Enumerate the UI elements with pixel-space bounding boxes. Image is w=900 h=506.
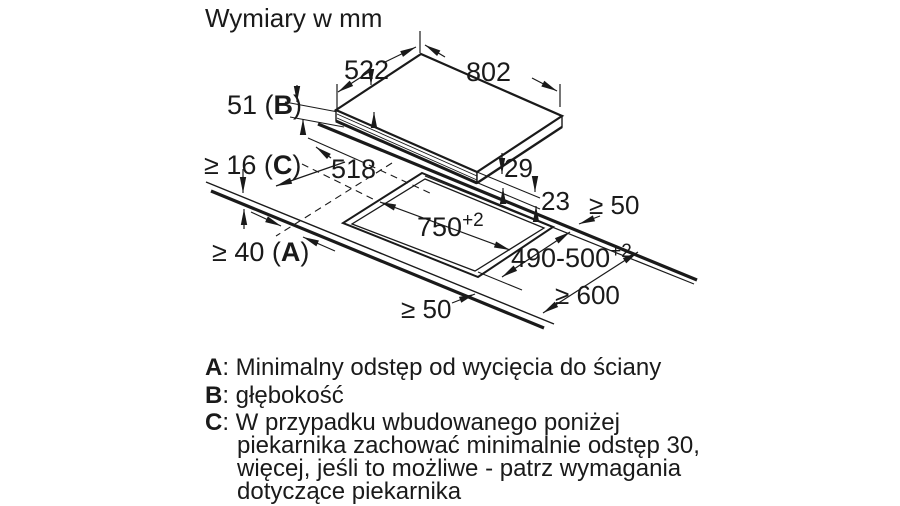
dim-51-label: 51 (B) [227, 90, 302, 120]
dim-50-front-label: ≥ 50 [401, 294, 451, 324]
dim-490-label: 490-500+2 [511, 241, 632, 273]
dim-16-label: ≥ 16 (C) [204, 150, 301, 180]
worktop-front-line [205, 181, 555, 330]
legend-item-c-line3: więcej, jeśli to możliwe - patrz wymagan… [236, 455, 682, 482]
dimension-arrows [239, 31, 639, 314]
dimension-labels: Wymiary w mm 522 802 51 (B) ≥ 16 (C) 518… [204, 3, 639, 324]
legend: A: Minimalny odstęp od wycięcia do ścian… [205, 354, 700, 505]
dim-522-label: 522 [344, 55, 389, 85]
dim-50-right-label: ≥ 50 [589, 190, 639, 220]
page-title: Wymiary w mm [205, 3, 382, 33]
legend-item-c-line2: piekarnika zachować minimalnie odstęp 30… [237, 432, 700, 459]
dim-802-label: 802 [466, 57, 511, 87]
dim-40-label: ≥ 40 (A) [212, 237, 309, 267]
hob-edge-extensions [476, 171, 541, 210]
legend-item-a: A: Minimalny odstęp od wycięcia do ścian… [205, 354, 661, 381]
dim-29-label: 29 [504, 153, 533, 183]
legend-item-c-line4: dotyczące piekarnika [237, 478, 462, 505]
dim-750-label: 750+2 [417, 210, 484, 242]
construction-lines [275, 101, 433, 237]
dim-23-label: 23 [541, 186, 570, 216]
legend-item-c: C: W przypadku wbudowanego poniżej [205, 409, 620, 436]
dim-600-label: ≥ 600 [555, 280, 620, 310]
dim-518-label: 518 [331, 154, 376, 184]
legend-item-b: B: głębokość [205, 382, 344, 409]
hob [333, 52, 565, 185]
